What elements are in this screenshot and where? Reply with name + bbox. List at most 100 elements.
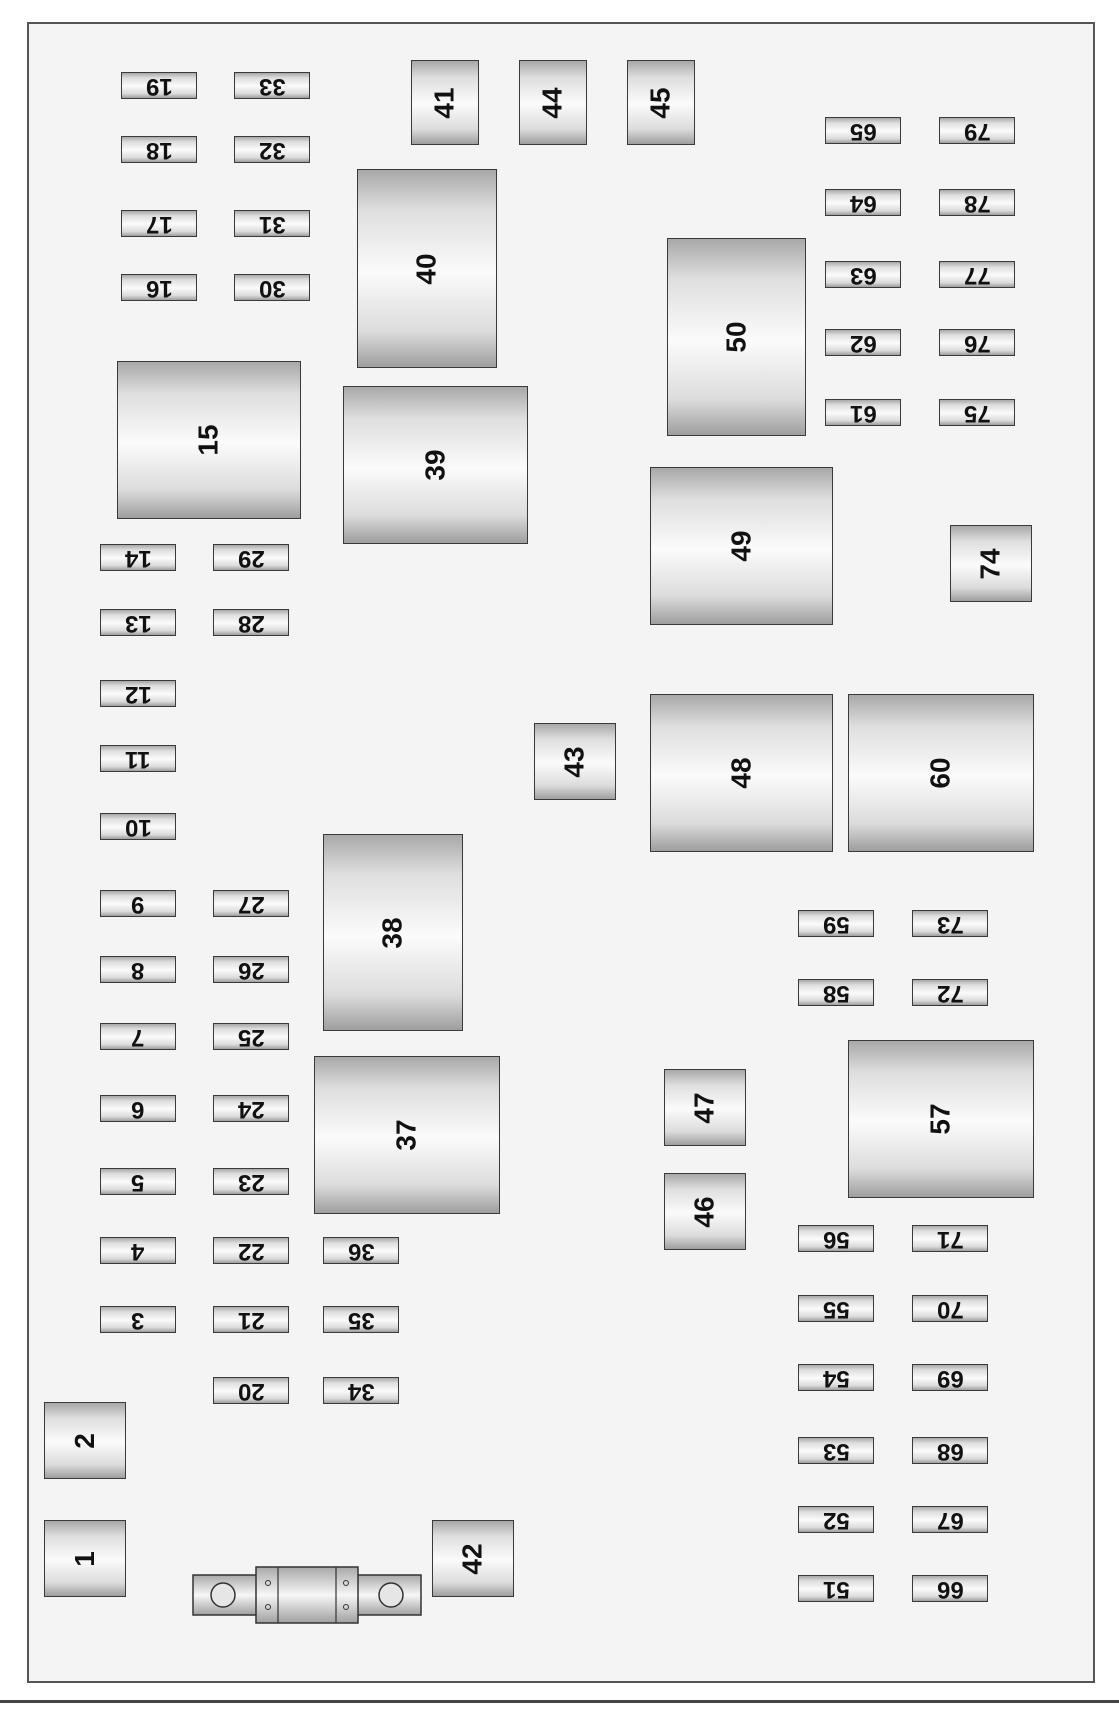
fuse-70-label: 70 bbox=[936, 1295, 964, 1323]
fuse-55: 55 bbox=[798, 1295, 874, 1323]
fuse-66-label: 66 bbox=[936, 1575, 964, 1603]
fuse-33: 33 bbox=[234, 72, 310, 100]
fuse-27-label: 27 bbox=[237, 890, 265, 918]
fuse-4: 4 bbox=[100, 1237, 176, 1265]
relay-38-label: 38 bbox=[377, 916, 408, 949]
fuse-33-label: 33 bbox=[258, 72, 286, 100]
fuse-13: 13 bbox=[100, 609, 176, 637]
fuse-68-label: 68 bbox=[936, 1437, 964, 1465]
fuse-35-label: 35 bbox=[347, 1306, 375, 1334]
fuse-6: 6 bbox=[100, 1095, 176, 1123]
fuse-56-label: 56 bbox=[822, 1225, 850, 1253]
fuse-30: 30 bbox=[234, 274, 310, 302]
fuse-64: 64 bbox=[825, 189, 901, 217]
fuse-12: 12 bbox=[100, 680, 176, 708]
relay-50: 50 bbox=[667, 238, 806, 436]
fuse-30-label: 30 bbox=[258, 274, 286, 302]
fuse-72-label: 72 bbox=[936, 979, 964, 1007]
fuse-69: 69 bbox=[912, 1364, 988, 1392]
relay-39-label: 39 bbox=[419, 449, 451, 481]
fuse-14: 14 bbox=[100, 544, 176, 572]
relay-37-label: 37 bbox=[391, 1119, 422, 1151]
fuse-29: 29 bbox=[213, 544, 289, 572]
fuse-17: 17 bbox=[121, 210, 197, 238]
module-45-label: 45 bbox=[645, 86, 676, 119]
module-2: 2 bbox=[44, 1402, 126, 1479]
relay-39: 39 bbox=[343, 386, 528, 544]
fuse-58: 58 bbox=[798, 979, 874, 1007]
fuse-76: 76 bbox=[939, 329, 1015, 357]
relay-60: 60 bbox=[848, 694, 1034, 852]
fuse-53: 53 bbox=[798, 1437, 874, 1465]
fuse-23-label: 23 bbox=[237, 1168, 265, 1196]
fuse-63-label: 63 bbox=[849, 261, 877, 289]
fuse-3: 3 bbox=[100, 1306, 176, 1334]
fuse-32: 32 bbox=[234, 136, 310, 164]
relay-40: 40 bbox=[357, 169, 497, 368]
fuse-24-label: 24 bbox=[237, 1095, 265, 1123]
fuse-24: 24 bbox=[213, 1095, 289, 1123]
bottom-rule-line bbox=[0, 1700, 1119, 1703]
fuse-78: 78 bbox=[939, 189, 1015, 217]
fuse-67-label: 67 bbox=[936, 1506, 964, 1534]
fuse-block-panel: 14 13 12 11 10 9 8 7 6 5 4 3 19 18 17 16… bbox=[27, 22, 1095, 1683]
relay-38: 38 bbox=[323, 834, 463, 1031]
module-42-label: 42 bbox=[457, 1542, 488, 1575]
fuse-56: 56 bbox=[798, 1225, 874, 1253]
fuse-8: 8 bbox=[100, 956, 176, 984]
fuse-71-label: 71 bbox=[936, 1225, 964, 1253]
module-2-label: 2 bbox=[68, 1432, 100, 1449]
fuse-25-label: 25 bbox=[237, 1023, 265, 1051]
fuse-70: 70 bbox=[912, 1295, 988, 1323]
fuse-66: 66 bbox=[912, 1575, 988, 1603]
fuse-65-label: 65 bbox=[849, 117, 877, 145]
module-46-label: 46 bbox=[689, 1195, 720, 1228]
fuse-62: 62 bbox=[825, 329, 901, 357]
fuse-59-label: 59 bbox=[822, 910, 850, 938]
fuse-31-label: 31 bbox=[258, 210, 286, 238]
fuse-51: 51 bbox=[798, 1575, 874, 1603]
fuse-22: 22 bbox=[213, 1237, 289, 1265]
relay-15: 15 bbox=[117, 361, 301, 519]
module-1-label: 1 bbox=[68, 1550, 100, 1567]
fuse-58-label: 58 bbox=[822, 979, 850, 1007]
relay-57-label: 57 bbox=[925, 1103, 956, 1135]
module-41-label: 41 bbox=[429, 86, 460, 119]
fuse-28: 28 bbox=[213, 609, 289, 637]
fuse-19: 19 bbox=[121, 72, 197, 100]
relay-40-label: 40 bbox=[411, 252, 442, 285]
fuse-79-label: 79 bbox=[963, 117, 991, 145]
fuse-11-label: 11 bbox=[125, 745, 151, 773]
module-44-label: 44 bbox=[537, 86, 568, 119]
fuse-19-label: 19 bbox=[145, 72, 173, 100]
fuse-26: 26 bbox=[213, 956, 289, 984]
fuse-77-label: 77 bbox=[963, 261, 991, 289]
fuse-26-label: 26 bbox=[237, 956, 265, 984]
fuse-9-label: 9 bbox=[131, 890, 145, 918]
fuse-13-label: 13 bbox=[124, 609, 152, 637]
fuse-8-label: 8 bbox=[131, 956, 145, 984]
relay-48: 48 bbox=[650, 694, 833, 852]
left-bolt-icon bbox=[210, 1582, 236, 1608]
fuse-29-label: 29 bbox=[237, 544, 265, 572]
module-41: 41 bbox=[411, 60, 479, 145]
module-44: 44 bbox=[519, 60, 587, 145]
module-47-label: 47 bbox=[689, 1091, 720, 1124]
module-47: 47 bbox=[664, 1069, 746, 1146]
fuse-4-label: 4 bbox=[131, 1237, 145, 1265]
fuse-3-label: 3 bbox=[131, 1306, 145, 1334]
fuse-9: 9 bbox=[100, 890, 176, 918]
fuse-55-label: 55 bbox=[822, 1295, 850, 1323]
fuse-71: 71 bbox=[912, 1225, 988, 1253]
fuse-23: 23 bbox=[213, 1168, 289, 1196]
relay-49: 49 bbox=[650, 467, 833, 625]
fuse-54-label: 54 bbox=[822, 1364, 850, 1392]
fuse-63: 63 bbox=[825, 261, 901, 289]
fuse-76-label: 76 bbox=[963, 329, 991, 357]
fuse-16-label: 16 bbox=[145, 274, 173, 302]
fuse-34: 34 bbox=[323, 1377, 399, 1405]
fuse-53-label: 53 bbox=[822, 1437, 850, 1465]
fuse-18-label: 18 bbox=[145, 136, 173, 164]
fuse-5: 5 bbox=[100, 1168, 176, 1196]
module-1: 1 bbox=[44, 1520, 126, 1597]
